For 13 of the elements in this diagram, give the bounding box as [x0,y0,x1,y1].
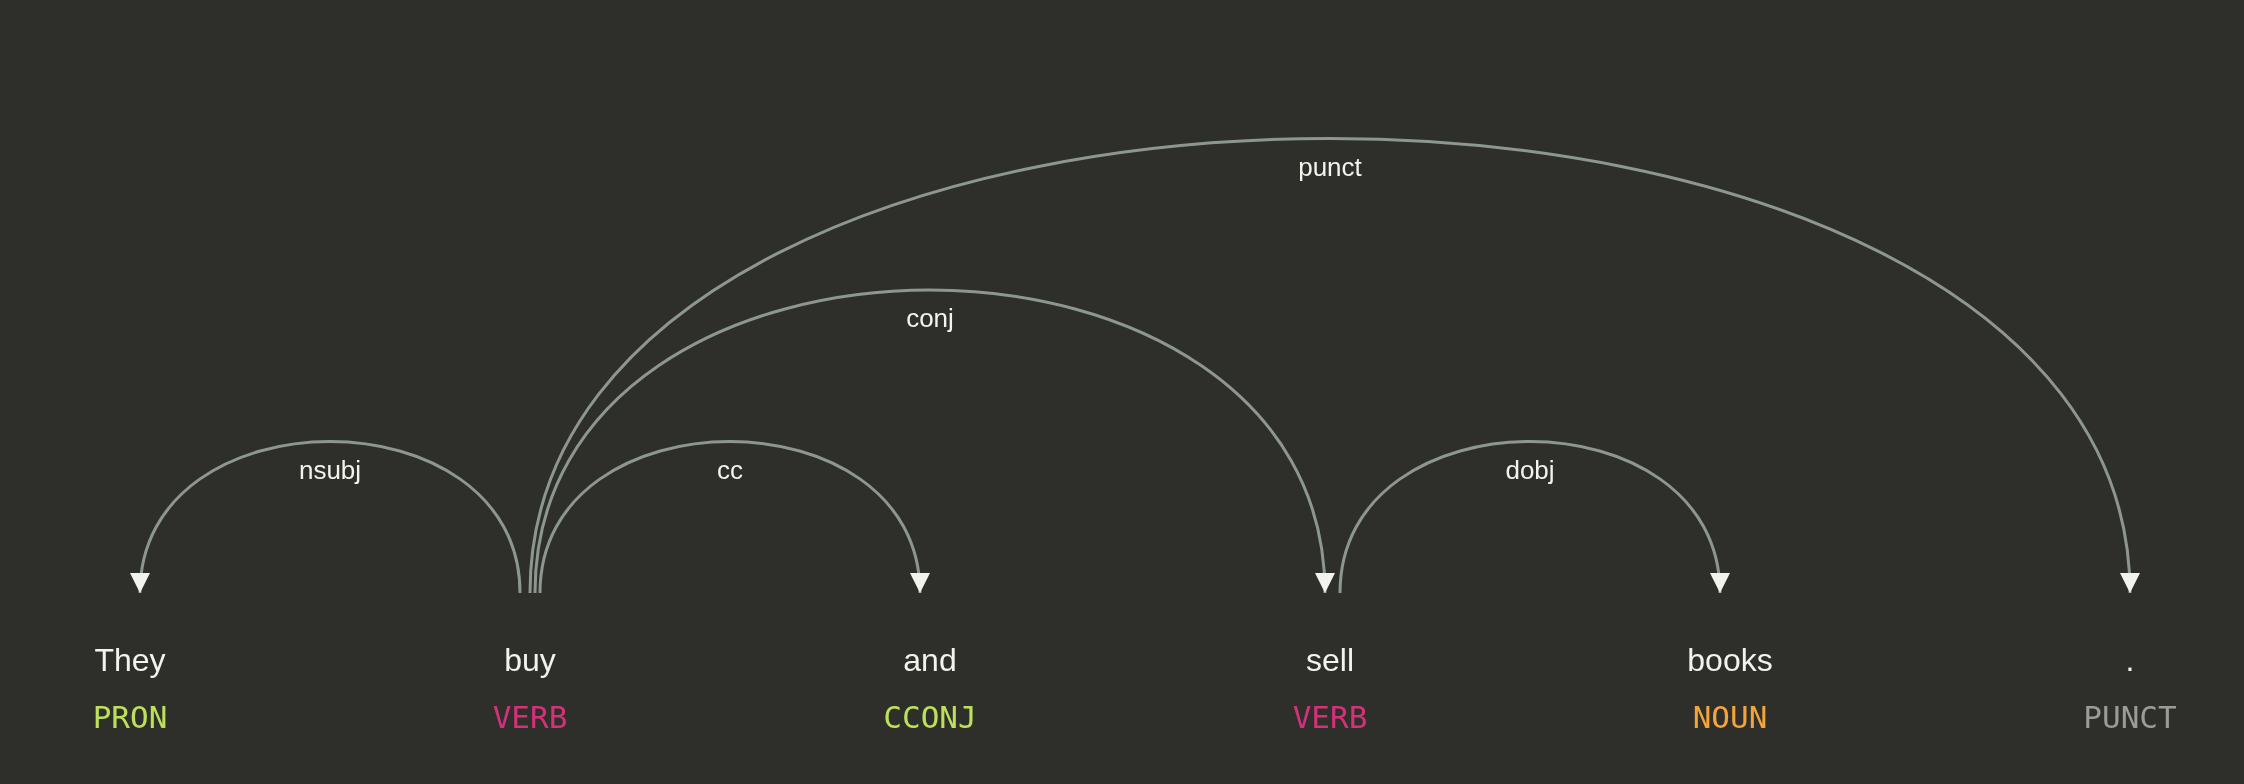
part-of-speech-tag: CCONJ [883,699,977,735]
part-of-speech-tag: PRON [92,699,168,735]
part-of-speech-tag: NOUN [1692,699,1768,735]
word-text: . [2125,641,2135,679]
word-text: sell [1306,641,1354,679]
word-text: books [1687,641,1773,679]
word-text: and [903,641,957,679]
part-of-speech-tag: VERB [1292,699,1368,735]
word-text: They [94,641,166,679]
part-of-speech-tag: VERB [492,699,568,735]
dependency-arc [133,440,522,594]
part-of-speech-tag: PUNCT [2083,699,2177,735]
word-text: buy [504,641,556,679]
